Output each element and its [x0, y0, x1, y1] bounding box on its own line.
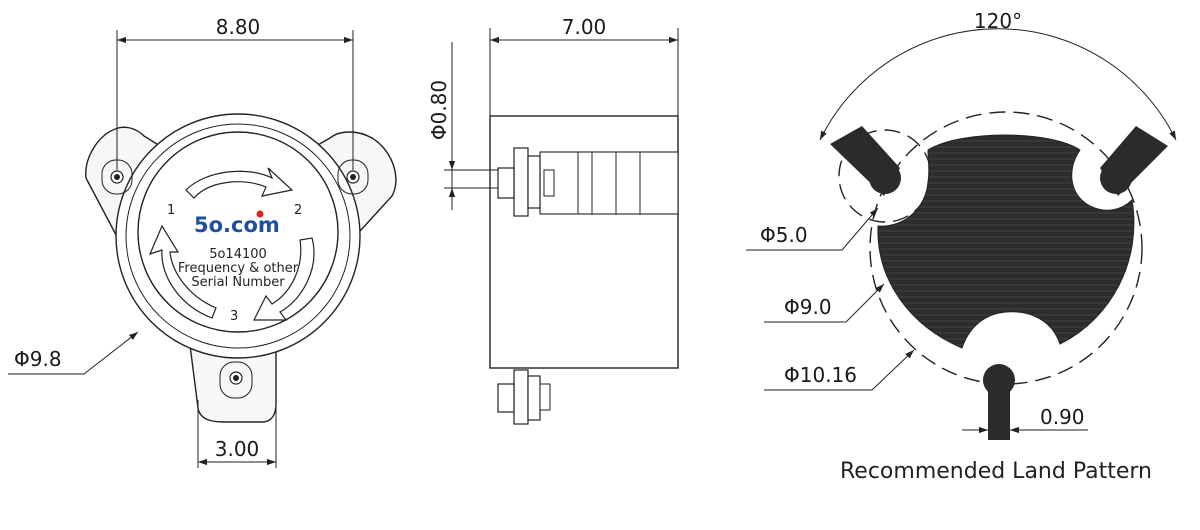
leader-inner-circle [764, 283, 885, 323]
land-pattern-caption: Recommended Land Pattern [840, 459, 1152, 484]
leader-diameter-outer [8, 331, 139, 375]
dimension-angle-text: 120° [974, 9, 1022, 33]
serial-number-label: Serial Number [191, 275, 285, 290]
mount-hole-bottom [219, 361, 253, 399]
label-disk [137, 131, 339, 333]
dimension-inner-circle-text: Φ9.0 [784, 295, 832, 319]
brand-logo-dot [256, 210, 264, 218]
pad-right [1100, 126, 1168, 196]
pin-label-3: 3 [230, 309, 238, 324]
dimension-pad-width-text: 0.90 [1040, 405, 1085, 429]
dimension-tab-text: 3.00 [215, 437, 260, 461]
top-view: 1 2 3 5o.com 5o14100 Frequency & other S… [8, 15, 397, 468]
leader-pad-circle [746, 207, 879, 251]
land-pattern-view: 120° Φ5.0 Φ9.0 Φ10.16 0.9 [746, 9, 1177, 484]
side-view: 7.00 Φ0.80 [427, 15, 679, 425]
upper-terminal [444, 147, 679, 217]
pin-label-2: 2 [294, 203, 302, 218]
angle-arc [819, 28, 1177, 141]
dimension-outer-diameter-text: Φ9.8 [14, 347, 62, 371]
dimension-outer-circle-text: Φ10.16 [784, 363, 857, 387]
pad-bottom [983, 364, 1015, 440]
outer-dashed-circle [869, 111, 1143, 385]
rotation-arrow-2 [253, 237, 315, 321]
inner-ring [125, 123, 351, 349]
pad-left [830, 126, 901, 196]
rotation-arrow-1 [185, 167, 294, 199]
dimension-pin-text: Φ0.80 [427, 80, 451, 140]
dimension-pad-circle-text: Φ5.0 [760, 223, 808, 247]
brand-logo-text: 5o.com [194, 213, 280, 237]
rotation-arrow-3 [148, 224, 217, 319]
dimension-width-text: 8.80 [216, 15, 261, 39]
main-land [877, 134, 1135, 349]
frequency-label: Frequency & other [178, 261, 299, 276]
pin-label-1: 1 [167, 203, 175, 218]
dimension-length-text: 7.00 [562, 15, 607, 39]
part-number-label: 5o14100 [209, 247, 267, 262]
leader-outer-circle [764, 349, 915, 391]
lower-terminal [497, 369, 551, 425]
